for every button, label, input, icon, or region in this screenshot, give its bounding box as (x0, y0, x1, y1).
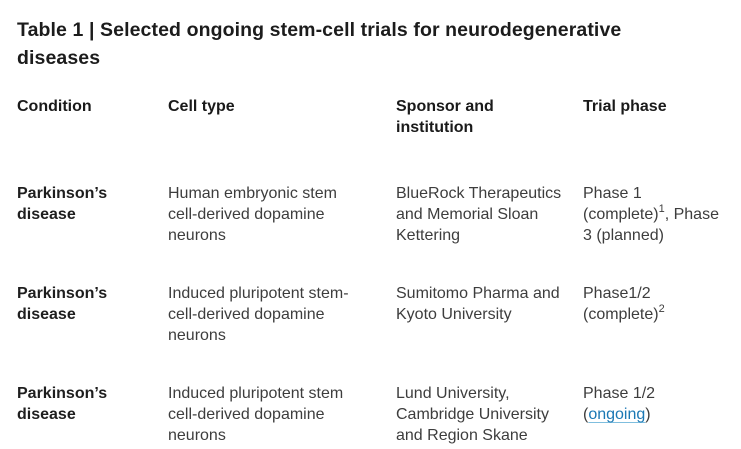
text-line: and Region Skane (396, 427, 528, 444)
cell-type-cell: Induced pluripotent stem- cell-derived d… (168, 283, 396, 346)
trial-phase-cell: Phase 1/2 (ongoing) (583, 383, 731, 446)
text-line: neurons (168, 227, 226, 244)
header-sponsor-institution: Sponsor and institution (396, 96, 583, 138)
text-line: Cambridge University (396, 406, 549, 423)
table-row: Parkinson’s disease Induced pluripotent … (17, 383, 731, 446)
table-header-row: Condition Cell type Sponsor and institut… (17, 96, 731, 138)
text-segment: ) (645, 406, 651, 423)
condition-cell: Parkinson’s disease (17, 383, 168, 446)
condition-cell: Parkinson’s disease (17, 283, 168, 346)
text-segment: (complete) (583, 206, 659, 223)
text-line: cell-derived dopamine (168, 206, 325, 223)
text-line: Parkinson’s (17, 385, 108, 402)
text-line: Human embryonic stem (168, 185, 337, 202)
reference-superscript: 2 (658, 303, 665, 316)
text-line: cell-derived dopamine (168, 406, 325, 423)
text-line: disease (17, 406, 76, 423)
text-line: (complete)1, Phase (583, 204, 723, 225)
trial-phase-cell: Phase 1 (complete)1, Phase 3 (planned) (583, 183, 731, 246)
sponsor-cell: Lund University, Cambridge University an… (396, 383, 583, 446)
text-line: Phase 1/2 (583, 385, 656, 402)
text-line: Phase1/2 (583, 285, 651, 302)
text-line: (complete)2 (583, 304, 723, 325)
text-line: Parkinson’s (17, 185, 108, 202)
text-line: Trial phase (583, 98, 667, 115)
table-row: Parkinson’s disease Human embryonic stem… (17, 183, 731, 246)
text-line: neurons (168, 327, 226, 344)
text-line: (ongoing) (583, 404, 723, 425)
text-line: disease (17, 306, 76, 323)
text-line: BlueRock Therapeutics (396, 185, 562, 202)
text-line: neurons (168, 427, 226, 444)
text-line: Phase 1 (583, 185, 642, 202)
table-title-line2: diseases (17, 47, 101, 69)
text-line: disease (17, 206, 76, 223)
cell-type-cell: Human embryonic stem cell-derived dopami… (168, 183, 396, 246)
table-title: Table 1 | Selected ongoing stem-cell tri… (17, 16, 731, 72)
text-line: Kettering (396, 227, 461, 244)
text-line: cell-derived dopamine (168, 306, 325, 323)
condition-cell: Parkinson’s disease (17, 183, 168, 246)
text-line: Parkinson’s (17, 285, 108, 302)
text-line: Lund University, (396, 385, 510, 402)
table-title-line1: Table 1 | Selected ongoing stem-cell tri… (17, 19, 622, 41)
text-segment: ( (583, 406, 589, 423)
ongoing-trial-link[interactable]: ongoing (588, 406, 646, 423)
table-row: Parkinson’s disease Induced pluripotent … (17, 283, 731, 346)
reference-superscript: 1 (658, 203, 665, 216)
text-line: and Memorial Sloan (396, 206, 539, 223)
text-line: 3 (planned) (583, 227, 664, 244)
text-line: Cell type (168, 98, 235, 115)
text-line: Induced pluripotent stem (168, 385, 344, 402)
header-trial-phase: Trial phase (583, 96, 731, 138)
header-condition: Condition (17, 96, 168, 138)
sponsor-cell: Sumitomo Pharma and Kyoto University (396, 283, 583, 346)
text-line: Kyoto University (396, 306, 512, 323)
text-line: Condition (17, 98, 92, 115)
text-line: institution (396, 119, 474, 136)
text-segment: (complete) (583, 306, 659, 323)
sponsor-cell: BlueRock Therapeutics and Memorial Sloan… (396, 183, 583, 246)
cell-type-cell: Induced pluripotent stem cell-derived do… (168, 383, 396, 446)
text-line: Sumitomo Pharma and (396, 285, 560, 302)
header-cell-type: Cell type (168, 96, 396, 138)
text-line: Induced pluripotent stem- (168, 285, 349, 302)
text-segment: , Phase (664, 206, 719, 223)
text-line: Sponsor and (396, 98, 494, 115)
trial-phase-cell: Phase1/2 (complete)2 (583, 283, 731, 346)
